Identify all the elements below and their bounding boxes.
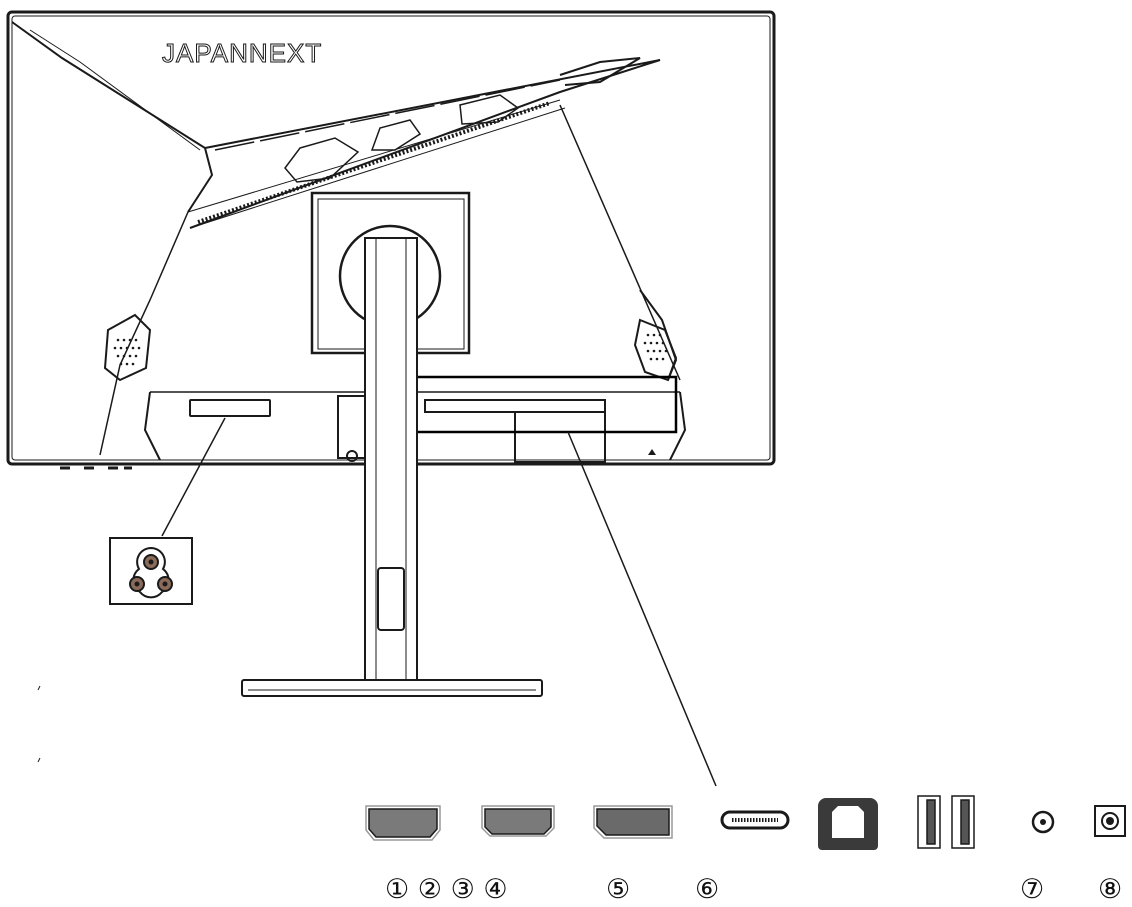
port-labels-1-4: ① ② ③ ④ <box>385 874 508 905</box>
band-dashes <box>214 79 561 151</box>
port-label-8: ⑧ <box>1098 874 1123 905</box>
vent-slots <box>197 101 551 224</box>
audio-out-jack-icon <box>1031 810 1055 834</box>
speaker-grill-right <box>643 333 668 361</box>
leader-line-ports <box>567 431 717 787</box>
port-label-5: ⑤ <box>606 874 631 905</box>
hdmi-port-icon-2 <box>481 805 555 837</box>
ac-power-inlet-icon <box>109 537 193 605</box>
displayport-icon <box>593 805 673 839</box>
usb-b-port-icon <box>818 798 878 850</box>
port-label-6: ⑥ <box>695 874 720 905</box>
speaker-grill-left <box>113 338 141 366</box>
port-area-highlight <box>402 375 678 434</box>
hdmi-port-icon-1 <box>365 805 441 841</box>
usb-a-port-icon <box>917 795 975 849</box>
brand-logo: JAPANNEXT <box>162 38 322 68</box>
usb-c-port-icon <box>720 810 790 830</box>
stand <box>241 237 543 697</box>
port-label-7: ⑦ <box>1020 874 1045 905</box>
dc-power-jack-icon <box>1094 805 1126 837</box>
leader-line-power <box>161 417 226 537</box>
security-slot-icon <box>648 449 656 455</box>
kensington-lock-icon <box>346 450 358 462</box>
